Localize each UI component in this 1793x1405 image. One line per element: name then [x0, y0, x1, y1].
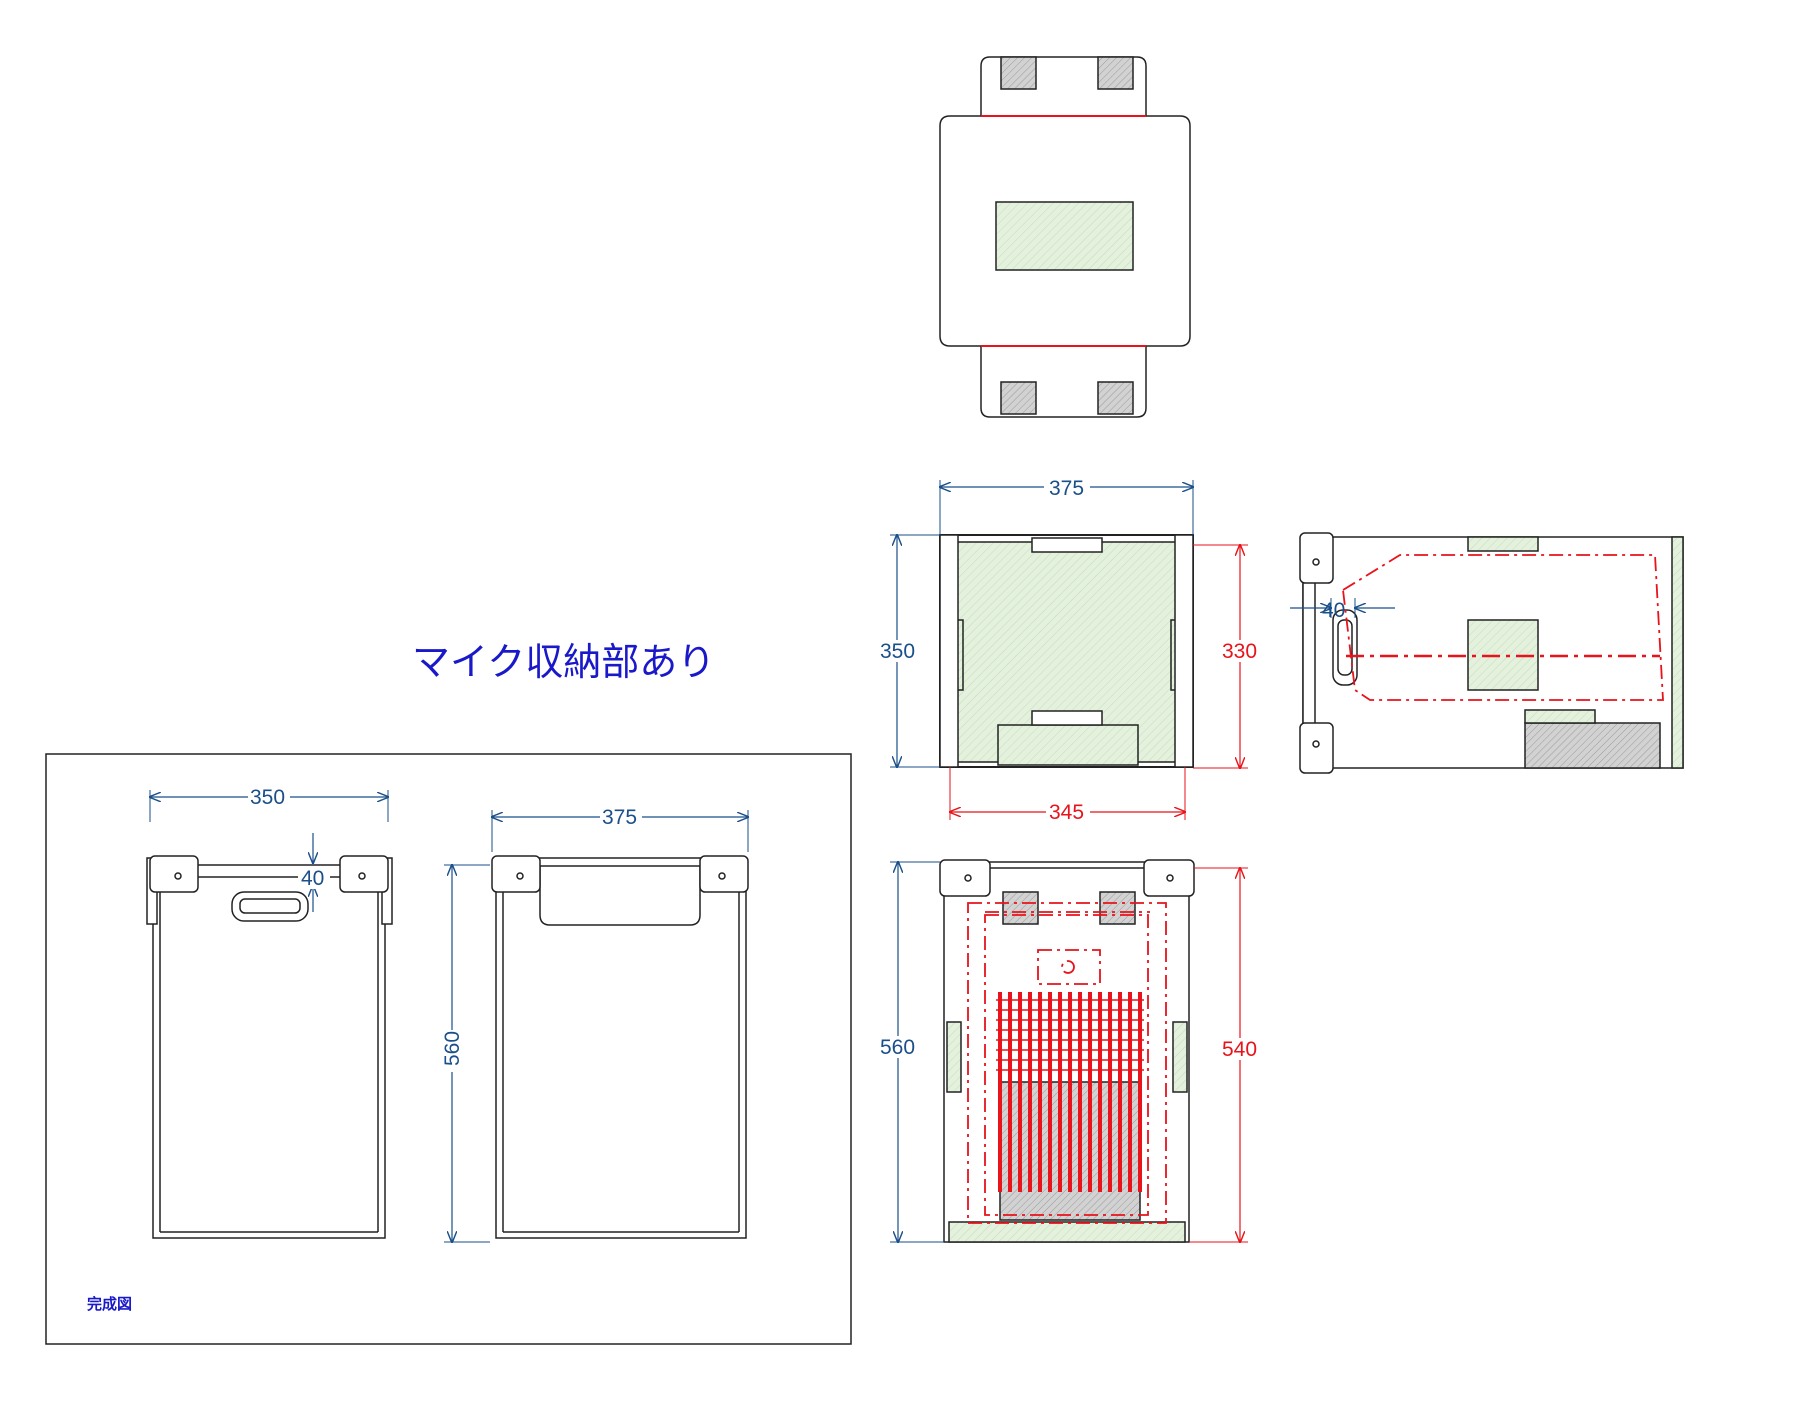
side-view: 40: [1290, 532, 1684, 774]
lid-unfolded-view: [939, 56, 1191, 418]
plan-view: 375 350 330 345: [878, 476, 1262, 824]
caption-finished: 完成図: [87, 1295, 132, 1313]
dim-top-inner-width: 345: [1049, 801, 1084, 824]
dim-side-handle: 40: [1322, 599, 1345, 622]
dim-finished-height: 560: [441, 1031, 464, 1066]
dim-top-inner-depth: 330: [1222, 640, 1257, 663]
dim-top-depth: 350: [880, 640, 915, 663]
dim-top-width: 375: [1049, 477, 1084, 500]
finished-case-back: [491, 855, 749, 1239]
finished-drawing-panel: 350 40 375 560 完成図: [45, 753, 852, 1345]
dim-front-height: 560: [880, 1036, 915, 1059]
dim-front-inner-height: 540: [1222, 1038, 1257, 1061]
drawing-title: マイク収納部あり: [412, 640, 715, 684]
dim-finished-width-a: 350: [250, 786, 285, 809]
foam-grid: [998, 992, 1142, 1192]
dim-finished-width-b: 375: [602, 806, 637, 829]
finished-case-front: [146, 855, 393, 1239]
front-section-view: 560 540: [878, 859, 1262, 1242]
dim-finished-handle: 40: [301, 867, 324, 890]
